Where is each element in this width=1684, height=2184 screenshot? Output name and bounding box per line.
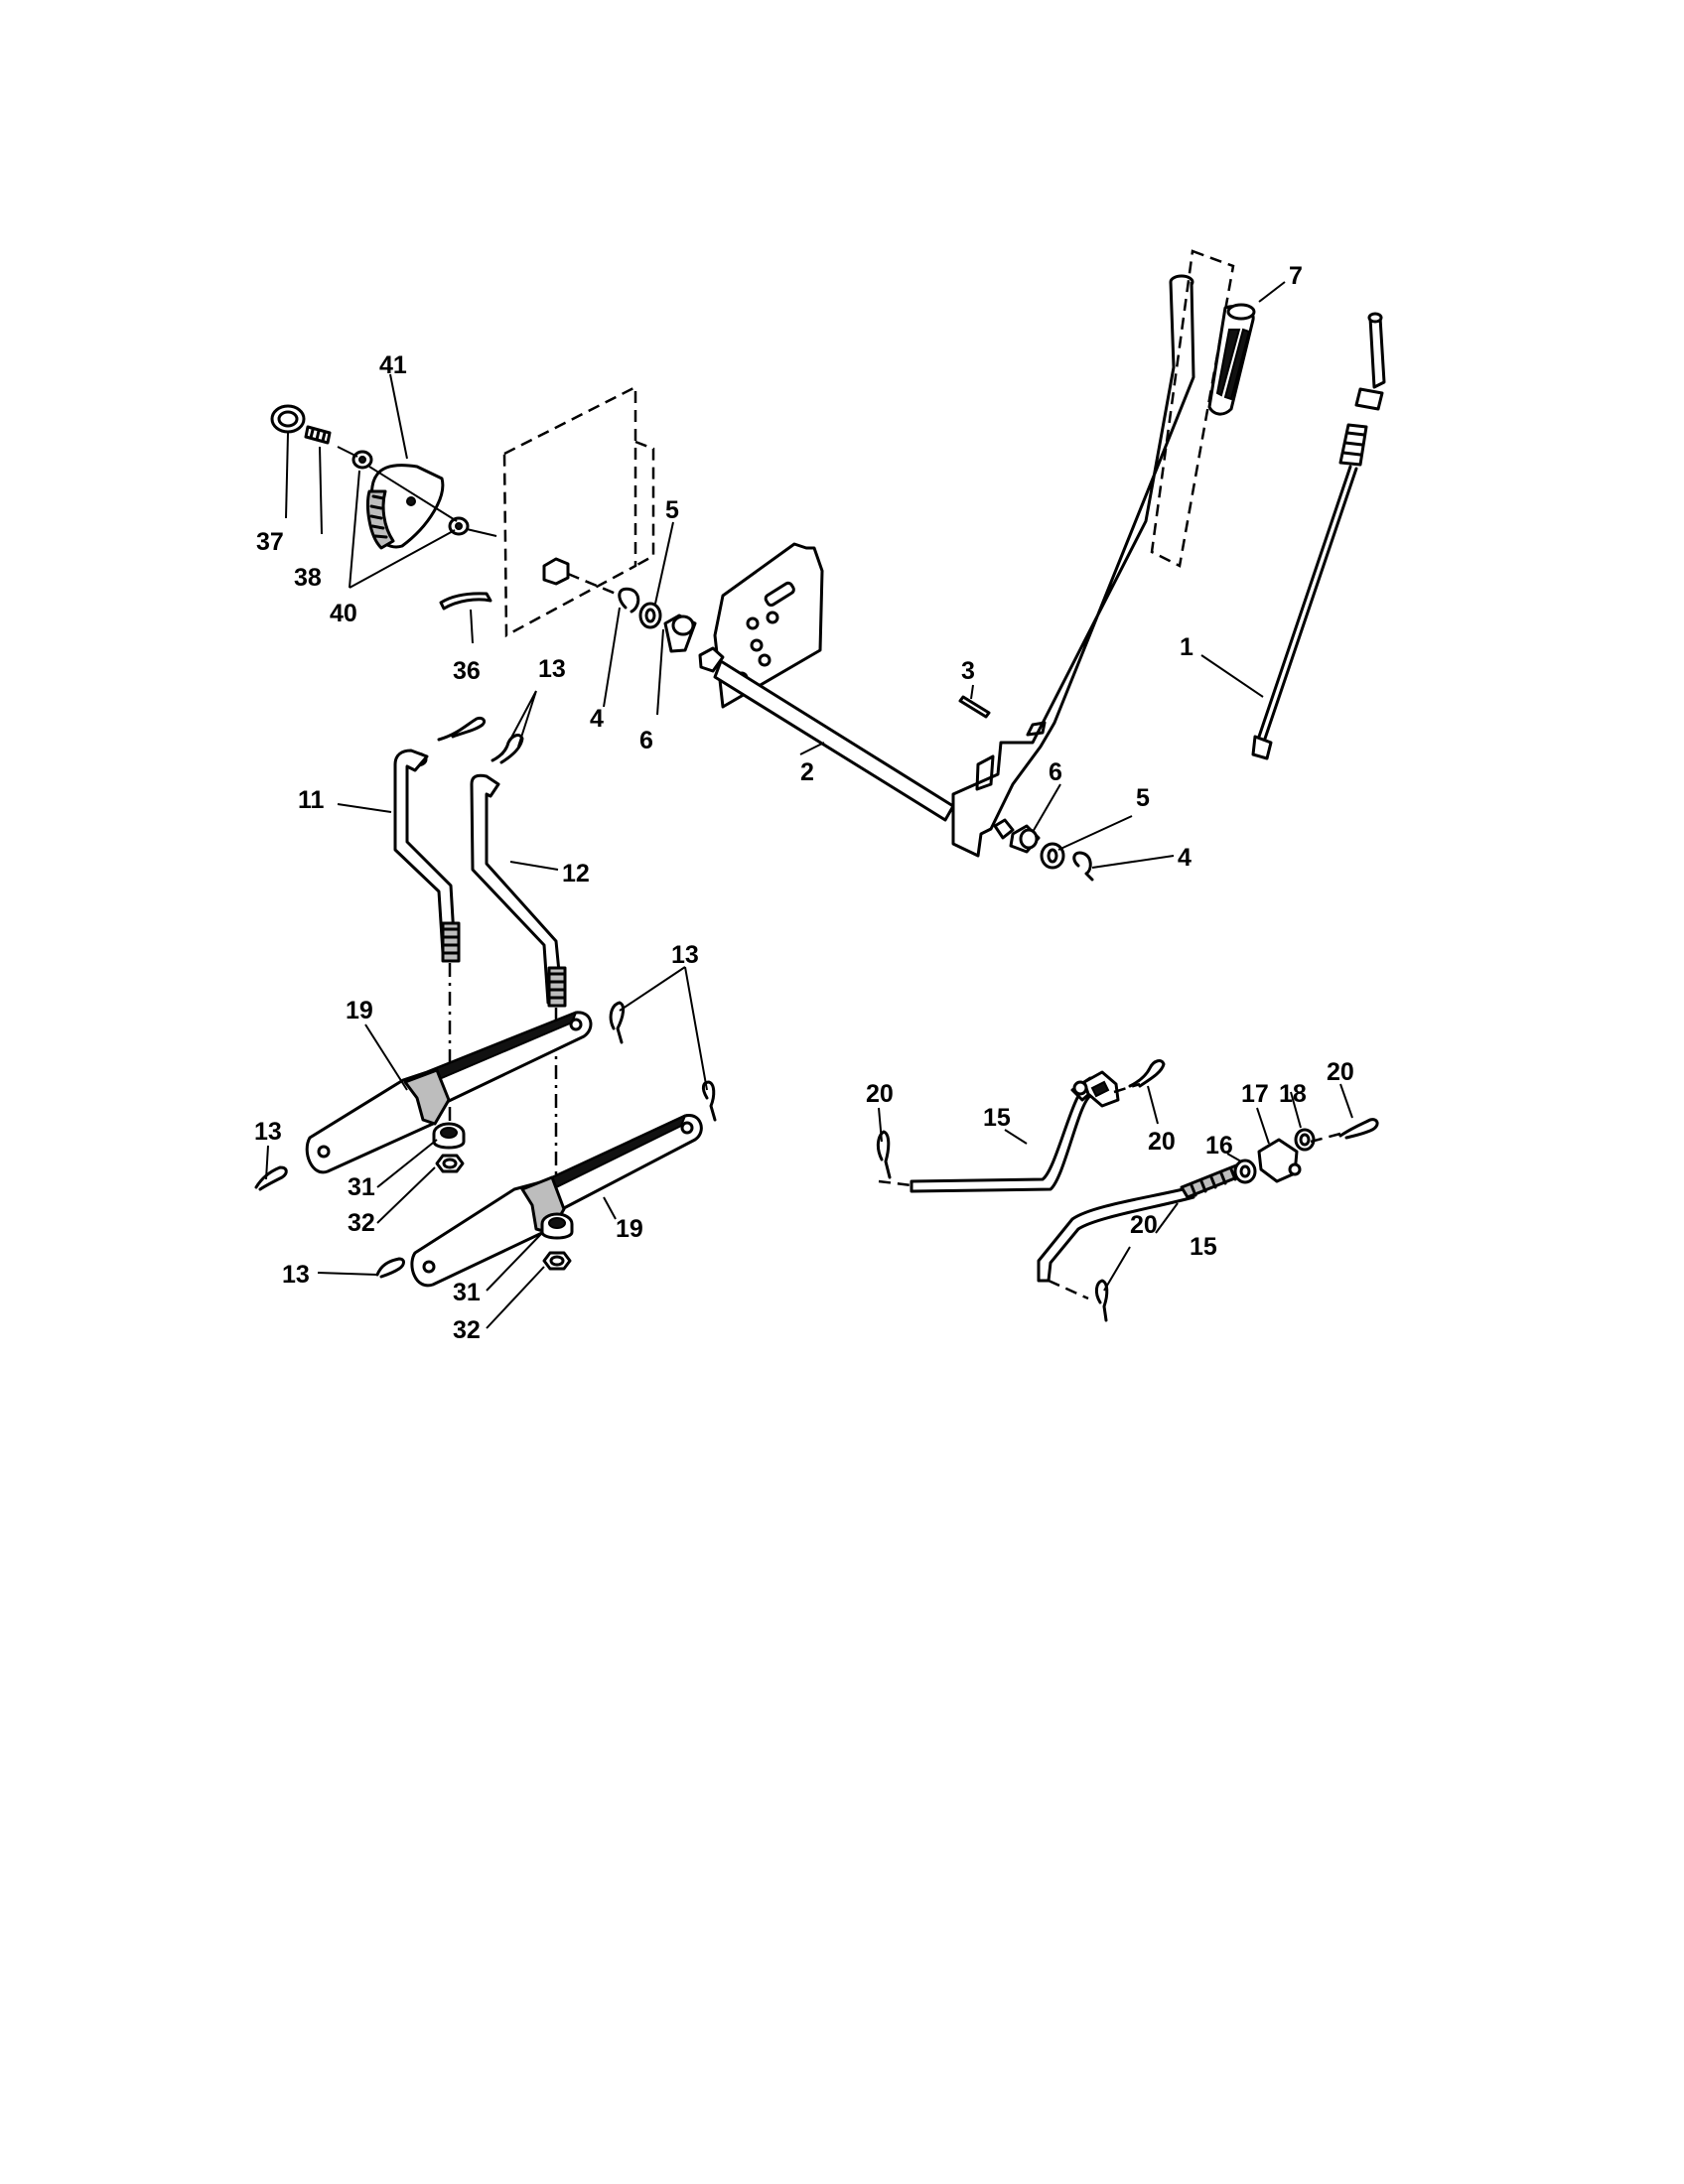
callout-32-lower: 32: [453, 1316, 481, 1344]
part-4-clip-left: [618, 587, 640, 614]
part-12-lift-link: [470, 773, 567, 1008]
callout-20-a: 20: [866, 1080, 894, 1108]
grip-dashed-outline: [1150, 249, 1235, 568]
callout-20-b: 20: [1148, 1128, 1176, 1156]
callout-3: 3: [961, 657, 975, 685]
part-2-cross-shaft: [713, 659, 955, 822]
part-17-trunnion: [1257, 1138, 1302, 1183]
callout-19-lower: 19: [616, 1215, 643, 1243]
callout-13-bottom: 13: [282, 1261, 310, 1289]
callout-19-upper: 19: [346, 997, 373, 1024]
rod-centerline-lower: [1048, 1279, 1089, 1300]
part-7-handle-grip: [1207, 303, 1256, 416]
leader-lines: [265, 281, 1353, 1329]
callout-17: 17: [1241, 1080, 1269, 1108]
callout-1: 1: [1180, 633, 1193, 661]
part-38-screw: [304, 425, 332, 445]
callout-12: 12: [562, 860, 590, 887]
callout-13-top: 13: [538, 655, 566, 683]
callout-31-upper: 31: [348, 1173, 375, 1201]
part-41-height-adjust-knob: [366, 464, 445, 550]
part-16-nut: [1233, 1159, 1257, 1184]
callout-15-upper: 15: [983, 1104, 1011, 1132]
part-15-link-rod-upper: [910, 1076, 1100, 1193]
part-37-knob-cap: [270, 404, 306, 434]
callout-15-lower: 15: [1190, 1233, 1217, 1261]
shaft-stub: [698, 646, 725, 673]
part-6-bushing-left: [663, 614, 697, 653]
callout-2: 2: [800, 758, 814, 786]
callout-7: 7: [1289, 262, 1303, 290]
callout-13-mid: 13: [671, 941, 699, 969]
part-1-lift-rod: [1251, 312, 1386, 760]
callout-13-left: 13: [254, 1118, 282, 1146]
part-13-hairpin-left: [254, 1165, 288, 1191]
part-31-nut-upper: [432, 1122, 466, 1150]
part-20-hairpin-c: [1310, 1118, 1379, 1144]
part-4-clip-right: [1072, 851, 1094, 882]
part-6-bushing-right: [993, 818, 1041, 854]
callout-41: 41: [379, 351, 407, 379]
callout-5-left: 5: [665, 496, 679, 524]
part-5-washer-left: [638, 602, 662, 629]
lift-plate: [713, 542, 824, 709]
part-11-lift-link: [393, 749, 461, 963]
part-20-hairpin-d: [1094, 1279, 1109, 1322]
callout-18: 18: [1279, 1080, 1307, 1108]
part-18-bushing: [1294, 1128, 1316, 1152]
callout-6-right: 6: [1049, 758, 1062, 786]
part-32-nut-upper: [435, 1154, 465, 1173]
callout-32-upper: 32: [348, 1209, 375, 1237]
part-3-pin: [958, 695, 991, 719]
part-20-hairpin-a: [876, 1130, 892, 1179]
callout-38: 38: [294, 564, 322, 592]
part-5-washer-right: [1040, 842, 1065, 870]
callout-20-c: 20: [1327, 1058, 1354, 1086]
part-13-hairpin-mid: [609, 1001, 717, 1122]
callout-40: 40: [330, 600, 357, 627]
rod-end-fitting: [1072, 1070, 1120, 1108]
callout-labels: 7 1 3 2 41 37 38 40 36 4 6 5 13 11 12 6 …: [254, 262, 1354, 1344]
callout-36: 36: [453, 657, 481, 685]
callout-5-right: 5: [1136, 784, 1150, 812]
callout-31-lower: 31: [453, 1279, 481, 1306]
callout-11: 11: [298, 786, 325, 814]
part-32-nut-lower: [542, 1251, 572, 1271]
callout-6-left: 6: [639, 727, 653, 754]
callout-20-d: 20: [1130, 1211, 1158, 1239]
part-36-spring-clip: [439, 592, 492, 611]
callout-37: 37: [256, 528, 284, 556]
part-13-hairpin-bottom: [375, 1257, 405, 1279]
part-19-lift-arm-upper: [305, 1011, 593, 1174]
lift-lever-handle: [951, 274, 1195, 858]
mounting-panel-outline: [502, 384, 655, 638]
rod-centerline-upper: [878, 1179, 912, 1187]
callout-4-left: 4: [590, 705, 604, 733]
part-15-link-rod-lower: [1037, 1161, 1249, 1283]
panel-bolt: [542, 557, 622, 598]
callout-16: 16: [1205, 1132, 1233, 1160]
part-19-lift-arm-lower: [410, 1114, 703, 1288]
part-31-nut-lower: [540, 1212, 574, 1240]
part-20-hairpin-b: [1113, 1059, 1166, 1094]
callout-4-right: 4: [1178, 844, 1192, 872]
